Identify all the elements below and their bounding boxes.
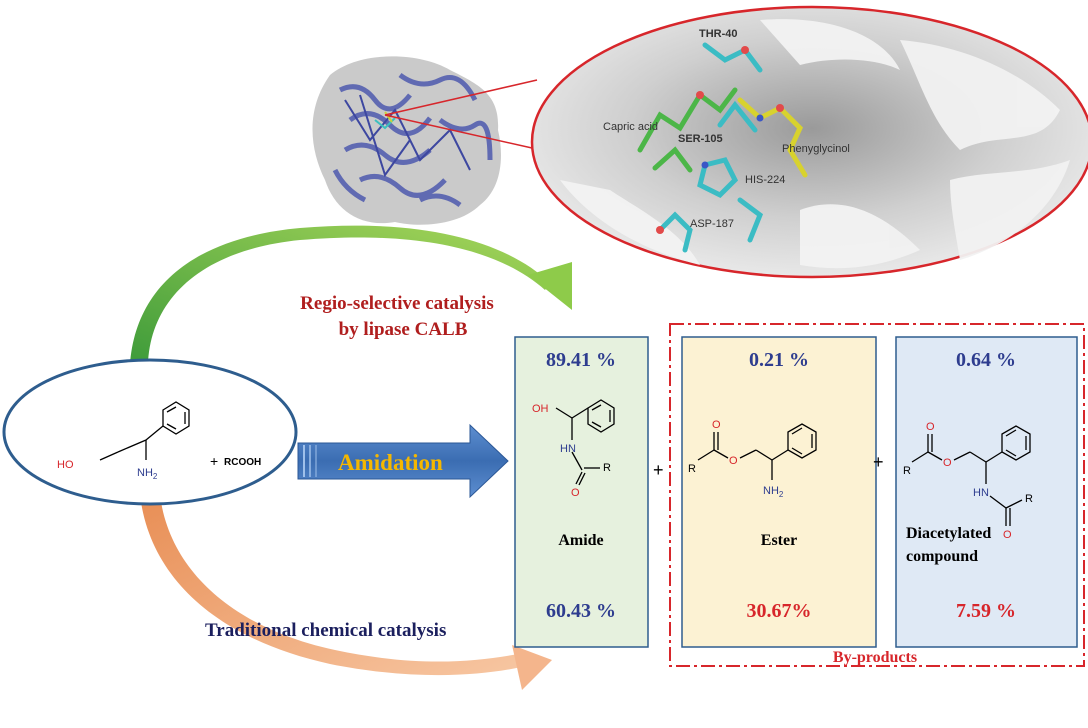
diacetylated-name-line1: Diacetylated bbox=[906, 525, 991, 542]
diacetylated-hn: HN bbox=[973, 487, 989, 499]
label-his224: HIS-224 bbox=[745, 174, 785, 186]
by-products-frame bbox=[669, 323, 1085, 667]
amide-enzymatic-yield: 89.41 % bbox=[546, 349, 616, 371]
diacetylated-chemical-yield: 7.59 % bbox=[956, 600, 1016, 622]
label-capric-acid: Capric acid bbox=[603, 121, 658, 133]
reactant-ellipse: HO NH2 + RCOOH bbox=[2, 358, 298, 506]
diacetylated-enzymatic-yield: 0.64 % bbox=[956, 349, 1016, 371]
reactant-plus: + bbox=[210, 453, 218, 469]
ester-o-top: O bbox=[712, 419, 721, 431]
plus-sign-1: + bbox=[653, 460, 664, 480]
protein-structure-image bbox=[312, 56, 501, 225]
label-ser105: SER-105 bbox=[678, 133, 723, 145]
ester-product-card: 0.21 % O R O NH2 Ester 30.67% bbox=[681, 336, 877, 648]
amide-product-card: 89.41 % OH HN R O Amide 60.43 % bbox=[514, 336, 649, 648]
ester-o-link: O bbox=[729, 455, 738, 467]
amide-oh: OH bbox=[532, 403, 549, 415]
diacetylated-product-card: 0.64 % O R O HN R O Diacetylated compoun… bbox=[895, 336, 1078, 648]
reactant-nh2: NH2 bbox=[137, 467, 158, 481]
amidation-arrow bbox=[297, 423, 509, 499]
enzymatic-route-label-line2: by lipase CALB bbox=[339, 319, 468, 340]
ester-chemical-yield: 30.67% bbox=[747, 600, 812, 622]
diacetylated-o-top: O bbox=[926, 421, 935, 433]
phenylglycinol-structure bbox=[99, 401, 190, 461]
by-products-label: By-products bbox=[833, 649, 917, 666]
diacetylated-r2: R bbox=[1025, 493, 1033, 505]
amide-r: R bbox=[603, 462, 611, 474]
ester-structure bbox=[697, 423, 817, 480]
amide-o: O bbox=[571, 487, 580, 499]
amide-chemical-yield: 60.43 % bbox=[546, 600, 616, 622]
diacetylated-o2: O bbox=[1003, 529, 1012, 541]
binding-pocket-zoom: THR-40 Capric acid SER-105 Phenyglycinol… bbox=[530, 5, 1088, 279]
enzymatic-route-label-line1: Regio-selective catalysis bbox=[300, 293, 494, 314]
amidation-label: Amidation bbox=[338, 450, 443, 475]
diacetylated-structure bbox=[911, 425, 1031, 526]
diacetylated-r: R bbox=[903, 465, 911, 477]
zoom-line-top bbox=[384, 79, 538, 116]
zoom-line-bottom bbox=[384, 114, 533, 149]
chemical-route-label: Traditional chemical catalysis bbox=[205, 620, 446, 641]
reactant-ho: HO bbox=[57, 459, 74, 471]
amide-name: Amide bbox=[558, 532, 603, 549]
chemical-route-arrow bbox=[140, 495, 552, 690]
plus-sign-2: + bbox=[873, 452, 884, 472]
diacetylated-o-link: O bbox=[943, 457, 952, 469]
label-phenylglycinol: Phenyglycinol bbox=[782, 143, 850, 155]
enzymatic-route-arrow bbox=[130, 225, 572, 365]
ester-r: R bbox=[688, 463, 696, 475]
ester-nh2: NH2 bbox=[763, 485, 784, 499]
amide-hn: HN bbox=[560, 443, 576, 455]
label-asp187: ASP-187 bbox=[690, 218, 734, 230]
diacetylated-name-line2: compound bbox=[906, 548, 978, 565]
ester-name: Ester bbox=[761, 532, 797, 549]
amide-structure bbox=[555, 399, 615, 486]
reagent-rcooh: RCOOH bbox=[224, 457, 261, 468]
label-thr40: THR-40 bbox=[699, 28, 738, 40]
ester-enzymatic-yield: 0.21 % bbox=[749, 349, 809, 371]
